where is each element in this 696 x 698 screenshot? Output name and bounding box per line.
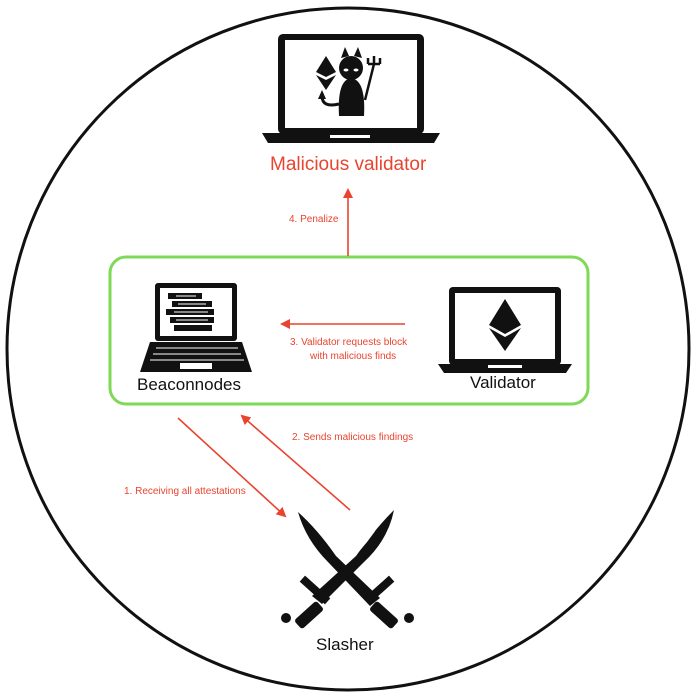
outer-circle bbox=[5, 6, 691, 692]
validator-label: Validator bbox=[470, 373, 536, 392]
node-group-box bbox=[108, 255, 590, 406]
crossed-swords-icon bbox=[281, 510, 414, 629]
penalize-label: 4. Penalize bbox=[289, 214, 339, 225]
malicious-validator-label: Malicious validator bbox=[270, 154, 427, 175]
sends-findings-label: 2. Sends malicious findings bbox=[292, 432, 414, 443]
arrow-sends-findings bbox=[240, 414, 351, 511]
laptop-ethereum-icon bbox=[438, 287, 572, 373]
validator-request-label-line2: with malicious finds bbox=[310, 351, 397, 362]
validator-request-label-line1: 3. Validator requests block bbox=[290, 337, 408, 348]
laptop-devil-icon bbox=[262, 34, 440, 143]
slasher-label: Slasher bbox=[316, 635, 374, 654]
laptop-books-icon bbox=[140, 283, 252, 372]
receiving-label: 1. Receiving all attestations bbox=[124, 486, 246, 497]
beaconnodes-label: Beaconnodes bbox=[137, 375, 241, 394]
arrow-receiving bbox=[177, 417, 287, 518]
